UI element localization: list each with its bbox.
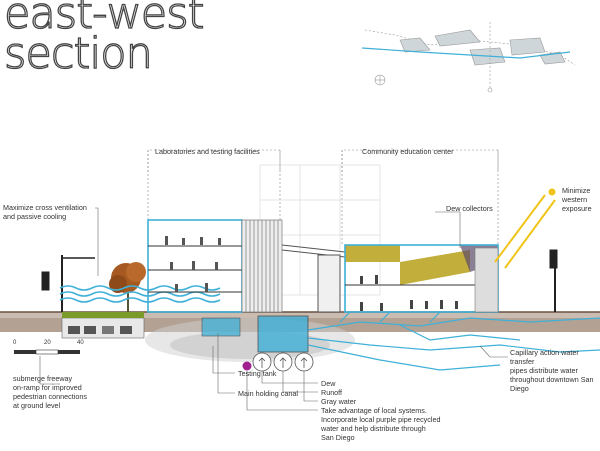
scale-tick-0: 0	[13, 340, 17, 346]
community-building	[344, 244, 499, 313]
louver-screen	[241, 219, 283, 313]
freeway-trench	[61, 312, 145, 339]
callout-gray-water: Gray water	[321, 397, 357, 406]
scale-tick-40: 40	[77, 340, 84, 346]
callout-ventilation: Maximize cross ventilation and passive c…	[3, 203, 87, 221]
key-plan	[361, 22, 576, 93]
traffic-light-left	[41, 255, 95, 312]
callout-local-systems: Take advantage of local systems. Incorpo…	[321, 406, 441, 442]
callout-dew: Dew	[321, 379, 336, 388]
title-line-1: east-west	[3, 0, 205, 39]
purple-pipe-marker	[242, 361, 252, 371]
callout-holding-canal: Main holding canal	[238, 389, 298, 398]
lab-interior	[165, 236, 221, 292]
water-canal	[201, 315, 309, 353]
page-title: east-west section	[3, 0, 205, 79]
community-interior	[360, 275, 458, 311]
callout-runoff: Runoff	[321, 388, 343, 397]
capillary-pipes	[307, 311, 600, 371]
leader-lines	[39, 207, 508, 411]
callout-freeway: submerge freeway on-ramp for improved pe…	[13, 374, 87, 410]
sun-arrows	[494, 194, 556, 269]
bridge	[281, 244, 346, 313]
scale-tick-20: 20	[44, 340, 51, 346]
callout-testing-tank: Testing tank	[238, 369, 277, 378]
title-line-2: section	[3, 29, 153, 79]
zone-label-labs: Laboratories and testing facilities	[155, 147, 260, 156]
zone-label-community: Community education center	[362, 147, 454, 156]
zone-brackets	[147, 149, 499, 245]
scale-bar	[14, 349, 80, 355]
callout-dew-collectors: Dew collectors	[446, 204, 493, 213]
traffic-light-right	[549, 249, 558, 312]
ventilation-waves	[59, 285, 221, 303]
cisterns	[252, 352, 314, 372]
callout-capillary: Capillary action water transfer pipes di…	[510, 348, 594, 393]
sun-dot	[548, 188, 556, 196]
callout-western-exposure: Minimize western exposure	[562, 186, 592, 213]
